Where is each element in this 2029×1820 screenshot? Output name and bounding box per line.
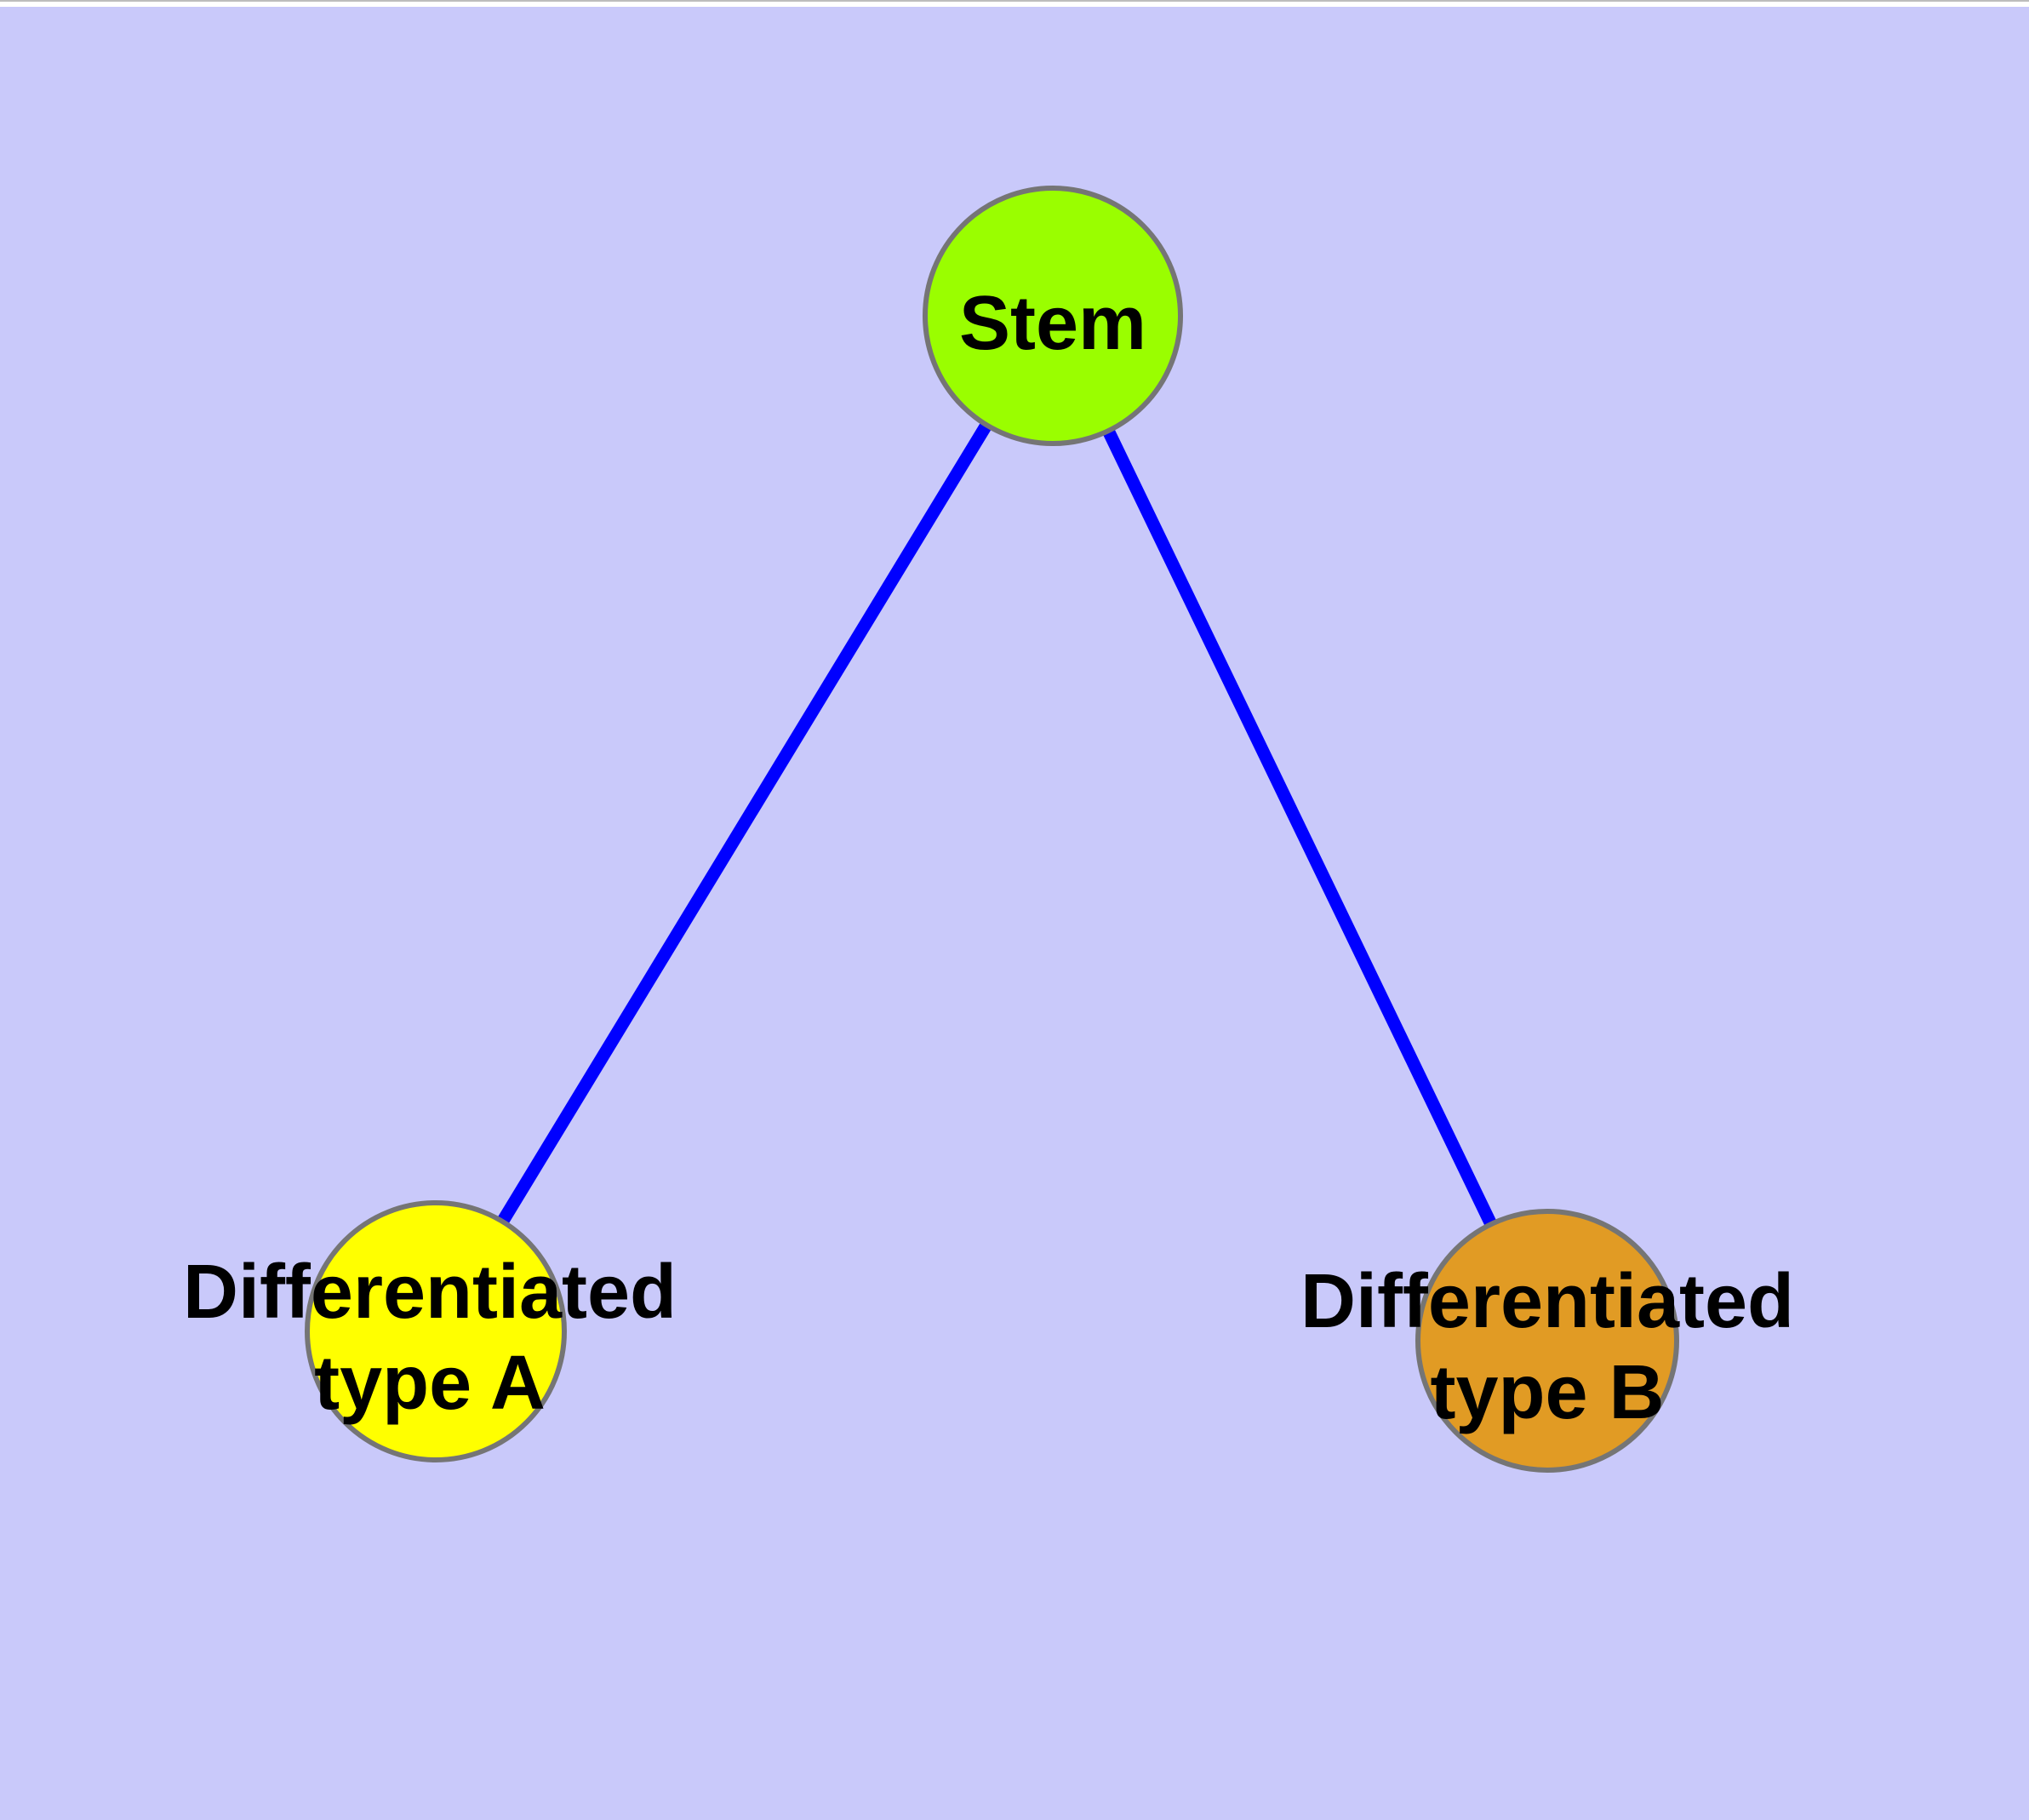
edge-stem-to-type-a <box>430 312 1059 1335</box>
node-differentiated-type-b <box>1415 1209 1679 1473</box>
node-type-a-label-line2: type A <box>314 1341 546 1426</box>
node-differentiated-type-a <box>305 1200 567 1462</box>
edge-stem-to-type-b <box>1047 312 1553 1344</box>
node-stem <box>923 186 1183 446</box>
node-stem-label: Stem <box>959 281 1146 366</box>
node-type-b-label-line1: Differentiated <box>1300 1259 1794 1344</box>
top-border-line <box>0 0 2029 2</box>
node-type-a-label-line1: Differentiated <box>183 1250 677 1335</box>
node-type-b-label-line2: type B <box>1430 1350 1664 1435</box>
